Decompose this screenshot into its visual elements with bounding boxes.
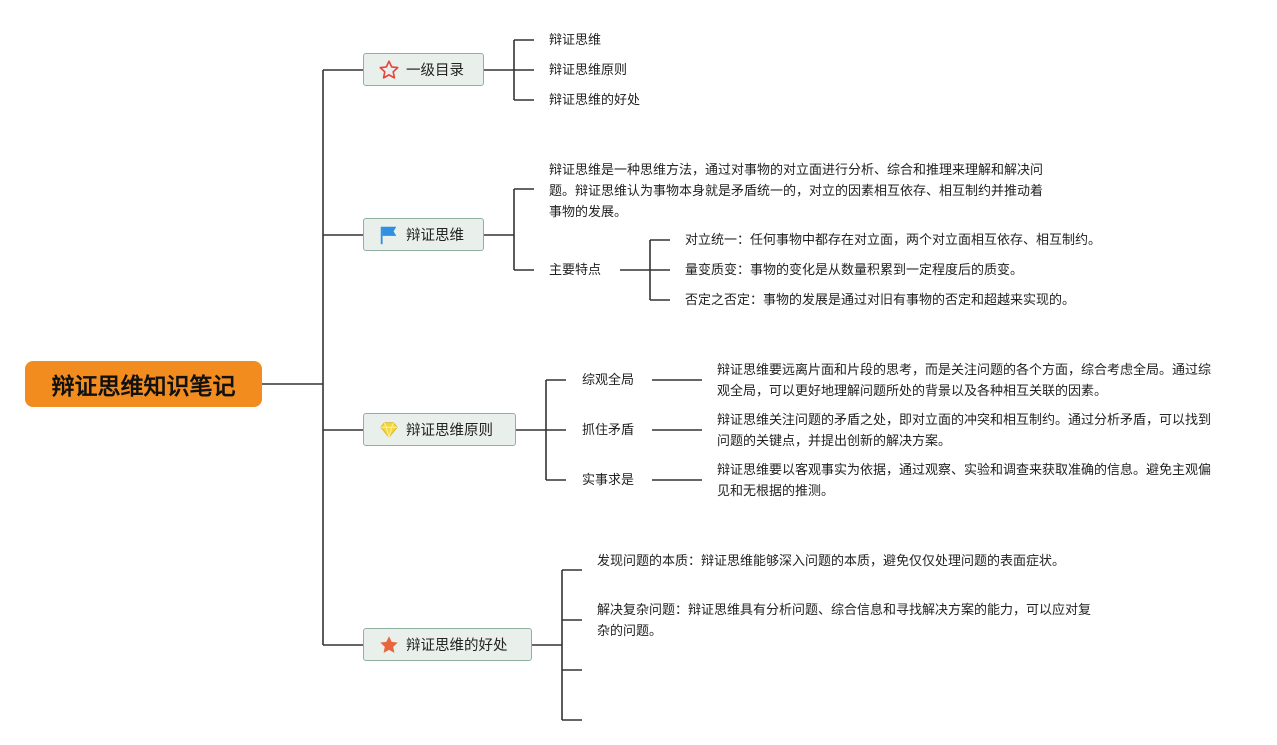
benefit-item[interactable]: 解决复杂问题：辩证思维具有分析问题、综合信息和寻找解决方案的能力，可以应对复杂的… [597, 603, 1092, 639]
principle-desc[interactable]: 辩证思维关注问题的矛盾之处，即对立面的冲突和相互制约。通过分析矛盾，可以找到问题… [717, 413, 1212, 449]
toc-item[interactable]: 辩证思维的好处 [549, 93, 641, 108]
gem-icon [378, 419, 400, 441]
branch-benefits[interactable]: 辩证思维的好处 [363, 628, 532, 661]
features-label[interactable]: 主要特点 [549, 263, 602, 278]
principle-desc[interactable]: 辩证思维要远离片面和片段的思考，而是关注问题的各个方面，综合考虑全局。通过综观全… [717, 363, 1212, 399]
flag-icon [378, 224, 400, 246]
branch-principles[interactable]: 辩证思维原则 [363, 413, 516, 446]
principle-desc[interactable]: 辩证思维要以客观事实为依据，通过观察、实验和调查来获取准确的信息。避免主观偏见和… [717, 463, 1212, 499]
principle-name[interactable]: 综观全局 [582, 373, 635, 388]
branch-toc[interactable]: 一级目录 [363, 53, 484, 86]
branch-principles-label: 辩证思维原则 [406, 423, 493, 439]
feature-item[interactable]: 量变质变：事物的变化是从数量积累到一定程度后的质变。 [685, 263, 1024, 278]
branch-benefits-label: 辩证思维的好处 [406, 638, 508, 654]
benefit-item[interactable]: 发现问题的本质：辩证思维能够深入问题的本质，避免仅仅处理问题的表面症状。 [597, 554, 1066, 569]
toc-item[interactable]: 辩证思维 [549, 33, 602, 48]
branch-dialectical-thinking[interactable]: 辩证思维 [363, 218, 484, 251]
branch-dialectical-thinking-label: 辩证思维 [406, 228, 464, 244]
principle-name[interactable]: 实事求是 [582, 473, 635, 488]
feature-item[interactable]: 否定之否定：事物的发展是通过对旧有事物的否定和超越来实现的。 [685, 293, 1076, 308]
root-topic[interactable]: 辩证思维知识笔记 [25, 361, 262, 407]
branch-toc-label: 一级目录 [406, 63, 464, 79]
feature-item[interactable]: 对立统一：任何事物中都存在对立面，两个对立面相互依存、相互制约。 [685, 233, 1102, 248]
definition-text[interactable]: 辩证思维是一种思维方法，通过对事物的对立面进行分析、综合和推理来理解和解决问题。… [549, 163, 1044, 220]
principle-name[interactable]: 抓住矛盾 [582, 423, 635, 438]
root-title: 辩证思维知识笔记 [51, 374, 236, 400]
star-outline-icon [378, 59, 400, 81]
toc-item[interactable]: 辩证思维原则 [549, 63, 628, 78]
star-filled-icon [378, 634, 400, 656]
